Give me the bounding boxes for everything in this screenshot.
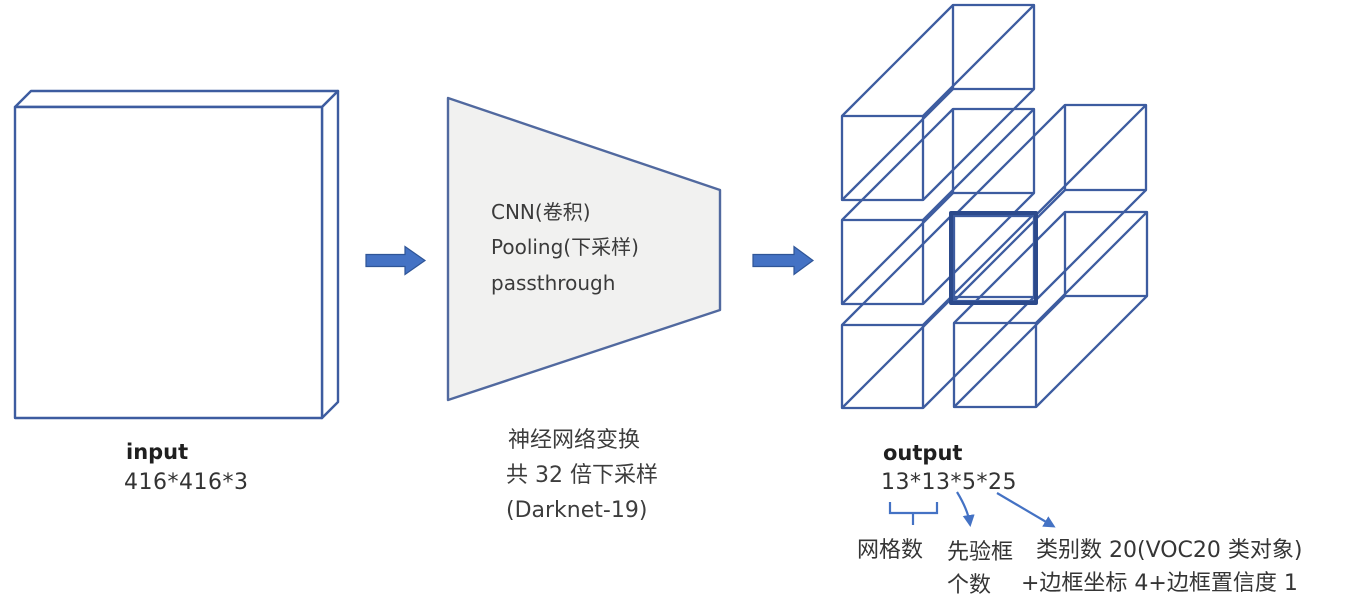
transform-line-passthrough: passthrough (491, 271, 616, 295)
output-note-class-1: 类别数 20(VOC20 类对象) (1036, 538, 1303, 563)
output-note-grid: 网格数 (857, 538, 924, 563)
transform-trapezoid (446, 96, 722, 402)
output-annotation-marks (888, 491, 1056, 528)
output-note-prior-2: 个数 (947, 573, 992, 598)
transform-caption-3: (Darknet-19) (506, 498, 648, 523)
input-slab-side-face (320, 89, 340, 420)
flow-arrow-left-icon (365, 245, 427, 276)
flow-arrow-right-icon (752, 245, 815, 276)
transform-line-pooling: Pooling(下采样) (491, 235, 639, 259)
output-dims: 13*13*5*25 (881, 470, 1017, 495)
input-slab-top-face (13, 89, 340, 109)
output-note-prior-1: 先验框 (947, 540, 1014, 565)
tensor-box (840, 107, 1036, 306)
tensor-box (840, 212, 1036, 410)
prior-arrow-icon (956, 491, 975, 527)
input-dims: 416*416*3 (124, 470, 249, 495)
tensor-box (952, 103, 1148, 303)
input-label: input (126, 440, 189, 464)
output-note-class-2: +边框坐标 4+边框置信度 1 (1021, 571, 1298, 596)
transform-caption-2: 共 32 倍下采样 (506, 463, 658, 488)
output-label: output (883, 441, 963, 465)
highlighted-cell-box (949, 211, 1038, 305)
class-arrow-icon (996, 492, 1056, 528)
input-slab (13, 89, 340, 420)
input-slab-front-face (13, 105, 324, 420)
tensor-box (840, 3, 1036, 202)
transform-caption-1: 神经网络变换 (508, 428, 641, 453)
tensor-box (952, 210, 1149, 409)
output-tensor-cluster (840, 3, 1149, 410)
transform-line-cnn: CNN(卷积) (491, 200, 591, 224)
grid-underbrace-bracket (888, 502, 939, 525)
